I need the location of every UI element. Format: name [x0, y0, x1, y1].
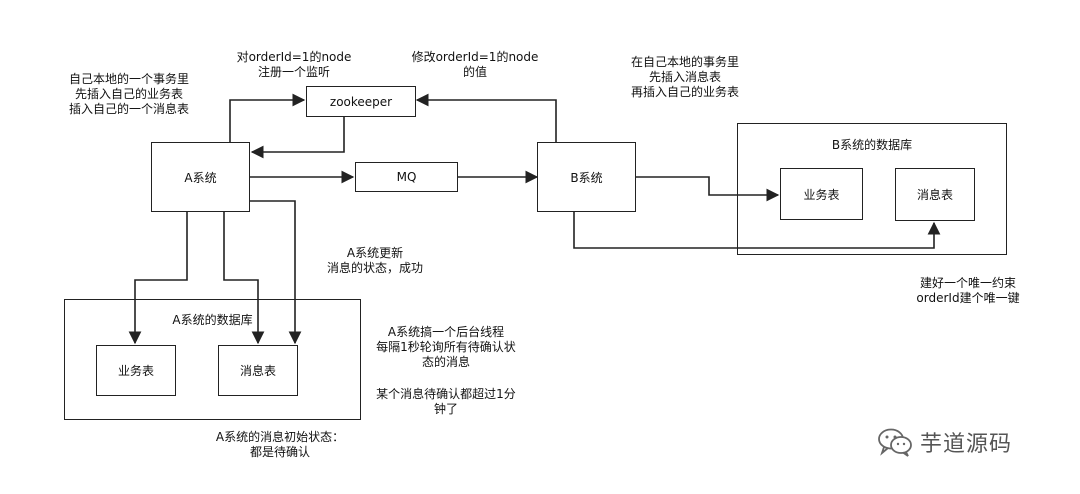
arrow-a-to-zookeeper — [229, 93, 306, 142]
arrow-b-to-message-table — [573, 212, 941, 249]
note-background-thread: A系统搞一个后台线程 每隔1秒轮询所有待确认状 态的消息 — [376, 325, 516, 369]
a-system-node: A系统 — [151, 142, 250, 212]
note-timeout: 某个消息待确认都超过1分 钟了 — [376, 387, 516, 416]
zookeeper-node: zookeeper — [306, 86, 416, 117]
note-b-local-transaction: 在自己本地的事务里 先插入消息表 再插入自己的业务表 — [630, 55, 739, 99]
arrow-a-to-business-table — [128, 212, 188, 345]
note-modify-node: 修改orderId=1的node 的值 — [411, 50, 539, 79]
arrow-b-to-business-table — [636, 176, 780, 202]
b-system-node: B系统 — [537, 142, 636, 212]
note-a-local-transaction: 自己本地的一个事务里 先插入自己的业务表 插入自己的一个消息表 — [68, 72, 189, 116]
b-database-frame: B系统的数据库 — [737, 123, 1007, 255]
a-business-table: 业务表 — [96, 345, 176, 396]
watermark: 芋道源码 — [876, 426, 1012, 458]
arrow-a-update-message-table — [250, 200, 302, 345]
a-database-title: A系统的数据库 — [172, 313, 253, 327]
a-message-table: 消息表 — [218, 345, 298, 396]
a-database-frame: A系统的数据库 — [64, 299, 361, 420]
arrow-a-to-message-table — [223, 212, 265, 345]
b-message-table: 消息表 — [895, 168, 975, 221]
b-business-table: 业务表 — [780, 168, 863, 220]
note-initial-status: A系统的消息初始状态： 都是待确认 — [215, 430, 345, 459]
mq-node: MQ — [355, 162, 458, 192]
note-unique-key: 建好一个唯一约束 orderId建个唯一键 — [916, 276, 1020, 305]
note-register-watch: 对orderId=1的node 注册一个监听 — [236, 50, 352, 79]
note-a-update-status: A系统更新 消息的状态，成功 — [326, 246, 423, 275]
wechat-icon — [878, 428, 912, 457]
watermark-text: 芋道源码 — [920, 432, 1013, 457]
arrow-zookeeper-to-a — [250, 117, 345, 159]
arrow-b-to-zookeeper — [415, 93, 557, 142]
b-database-title: B系统的数据库 — [831, 138, 913, 152]
